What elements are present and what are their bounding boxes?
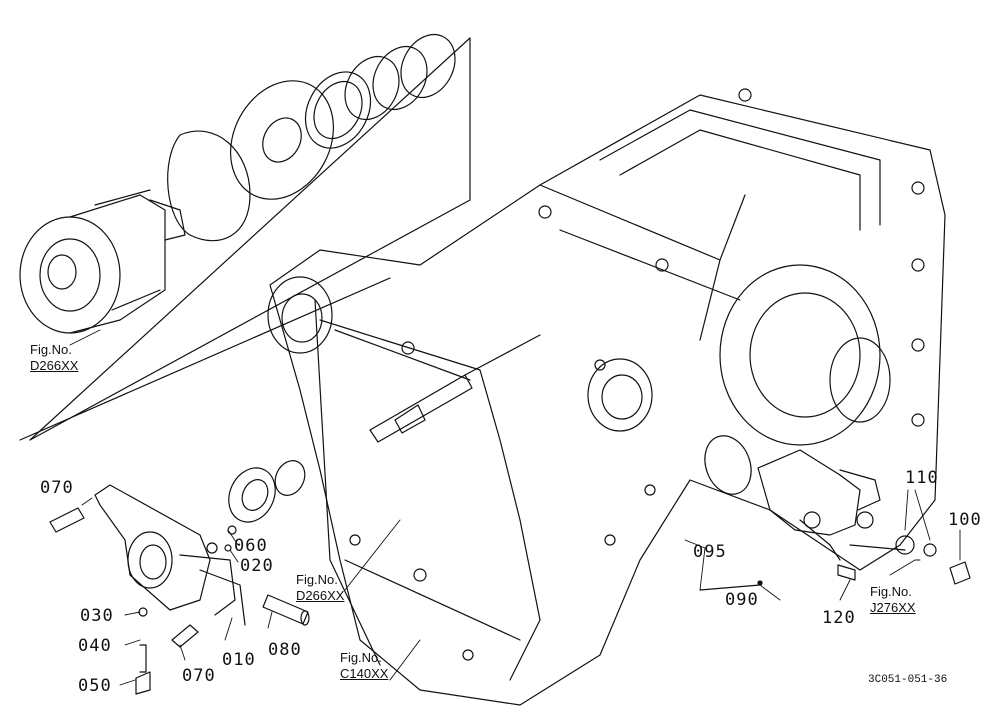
figure-ref-label: Fig.No. <box>340 650 382 665</box>
figure-ref-number: D266XX <box>296 588 345 603</box>
bearing-and-seal <box>19 277 391 523</box>
callout-020: 020 <box>240 556 274 576</box>
figure-ref-d266-mid[interactable]: Fig.No. D266XX <box>296 572 344 604</box>
callout-110: 110 <box>905 468 939 488</box>
leader-lines <box>69 329 961 686</box>
callout-030: 030 <box>80 606 114 626</box>
figure-ref-j276[interactable]: Fig.No. J276XX <box>870 584 916 616</box>
drawing-code: 3C051-051-36 <box>868 674 948 686</box>
callout-120: 120 <box>822 608 856 628</box>
callout-050: 050 <box>78 676 112 696</box>
figure-ref-number: C140XX <box>340 666 389 681</box>
figure-ref-label: Fig.No. <box>870 584 912 599</box>
shift-arm-assembly <box>49 484 310 695</box>
callout-070-upper: 070 <box>40 478 74 498</box>
callout-060: 060 <box>234 536 268 556</box>
figure-ref-c140[interactable]: Fig.No. C140XX <box>340 650 388 682</box>
callout-095: 095 <box>693 542 727 562</box>
valve-assembly <box>699 435 971 591</box>
figure-ref-label: Fig.No. <box>296 572 338 587</box>
figure-ref-number: D266XX <box>30 358 79 373</box>
callout-080: 080 <box>268 640 302 660</box>
callout-100: 100 <box>948 510 982 530</box>
figure-ref-d266-top[interactable]: Fig.No. D266XX <box>30 342 78 374</box>
figure-ref-label: Fig.No. <box>30 342 72 357</box>
callout-070-lower: 070 <box>182 666 216 686</box>
callout-090: 090 <box>725 590 759 610</box>
callout-010: 010 <box>222 650 256 670</box>
figure-ref-number: J276XX <box>870 600 916 615</box>
callout-040: 040 <box>78 636 112 656</box>
clutch-pack-assembly <box>19 33 471 441</box>
